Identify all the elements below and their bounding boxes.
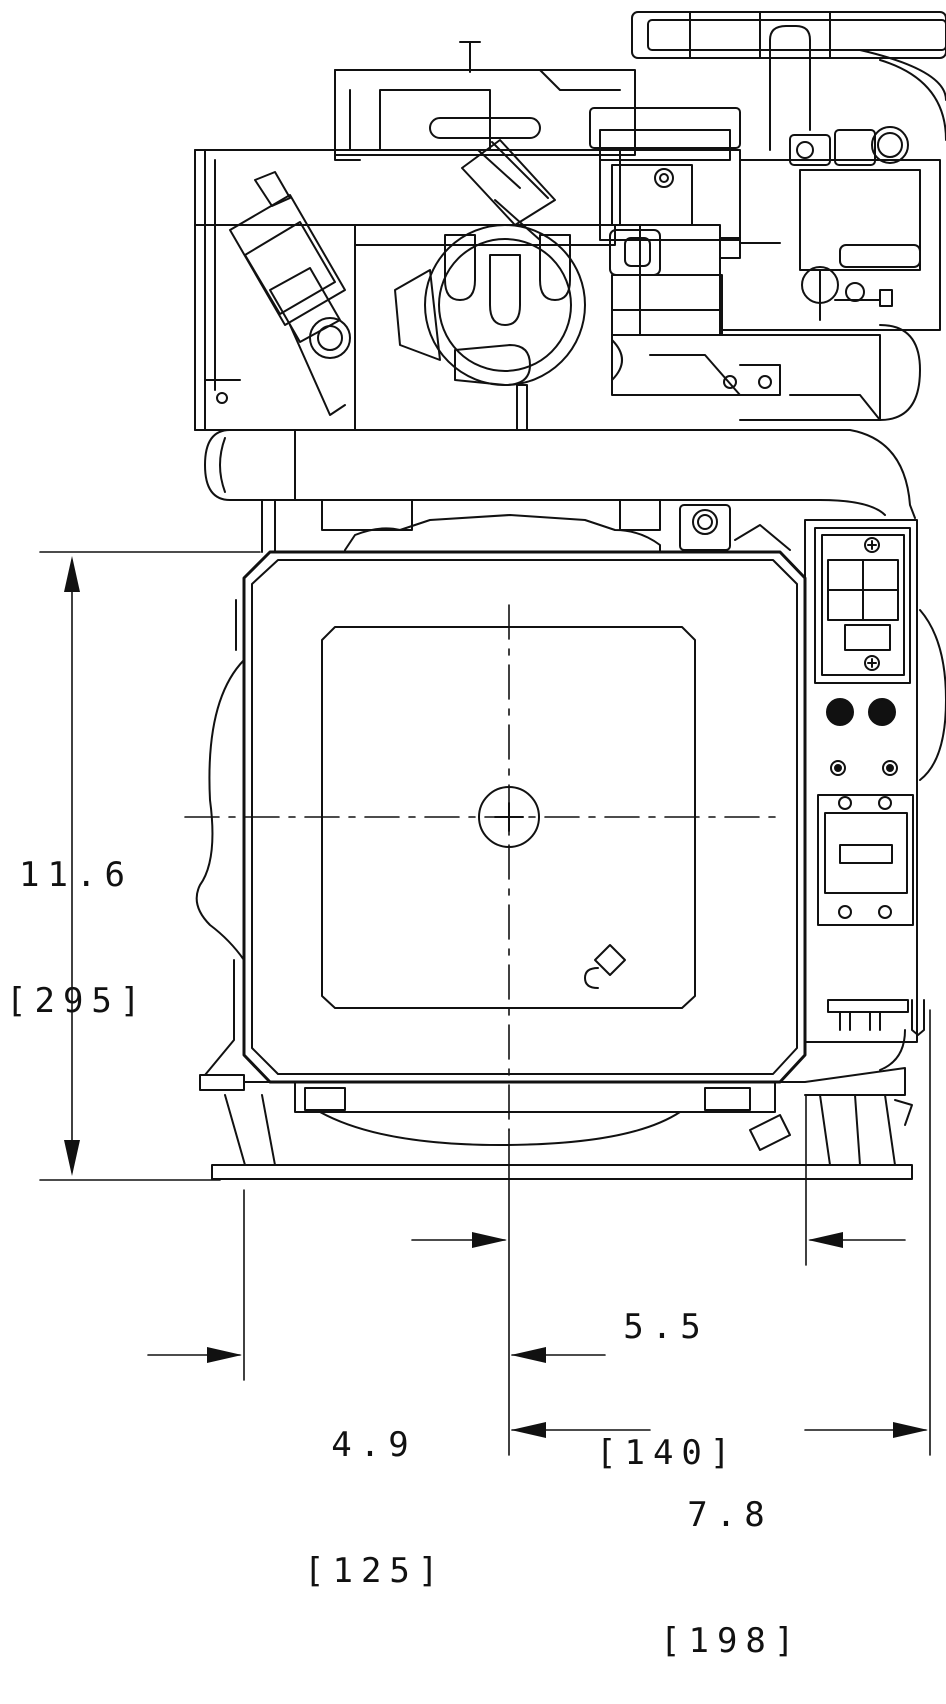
right-offset-dimension-label: 5.5 [140] <box>596 1222 736 1516</box>
engine-drawing <box>0 0 946 1501</box>
overall-right-dimension-label: 7.8 [198] <box>660 1410 800 1704</box>
left-offset-dimension-label: 4.9 [125] <box>304 1340 444 1634</box>
right-offset-dimension-mm: [140] <box>596 1433 739 1473</box>
height-dimension-mm: [295] <box>6 981 149 1021</box>
center-lines <box>185 605 775 1130</box>
height-dimension-inches: 11.6 <box>19 855 133 895</box>
overall-right-dimension-mm: [198] <box>660 1621 803 1661</box>
right-offset-dimension-inches: 5.5 <box>623 1307 709 1347</box>
upper-engine-assembly <box>195 12 946 552</box>
left-offset-dimension-inches: 4.9 <box>331 1425 417 1465</box>
height-dimension-label: 11.6 [295] <box>6 770 146 1064</box>
overall-right-dimension-inches: 7.8 <box>687 1495 773 1535</box>
control-panel <box>805 520 924 1042</box>
extension-lines <box>40 552 930 1455</box>
engine-base <box>200 1068 912 1179</box>
left-offset-dimension-mm: [125] <box>304 1551 447 1591</box>
dimension-lines <box>64 556 928 1438</box>
